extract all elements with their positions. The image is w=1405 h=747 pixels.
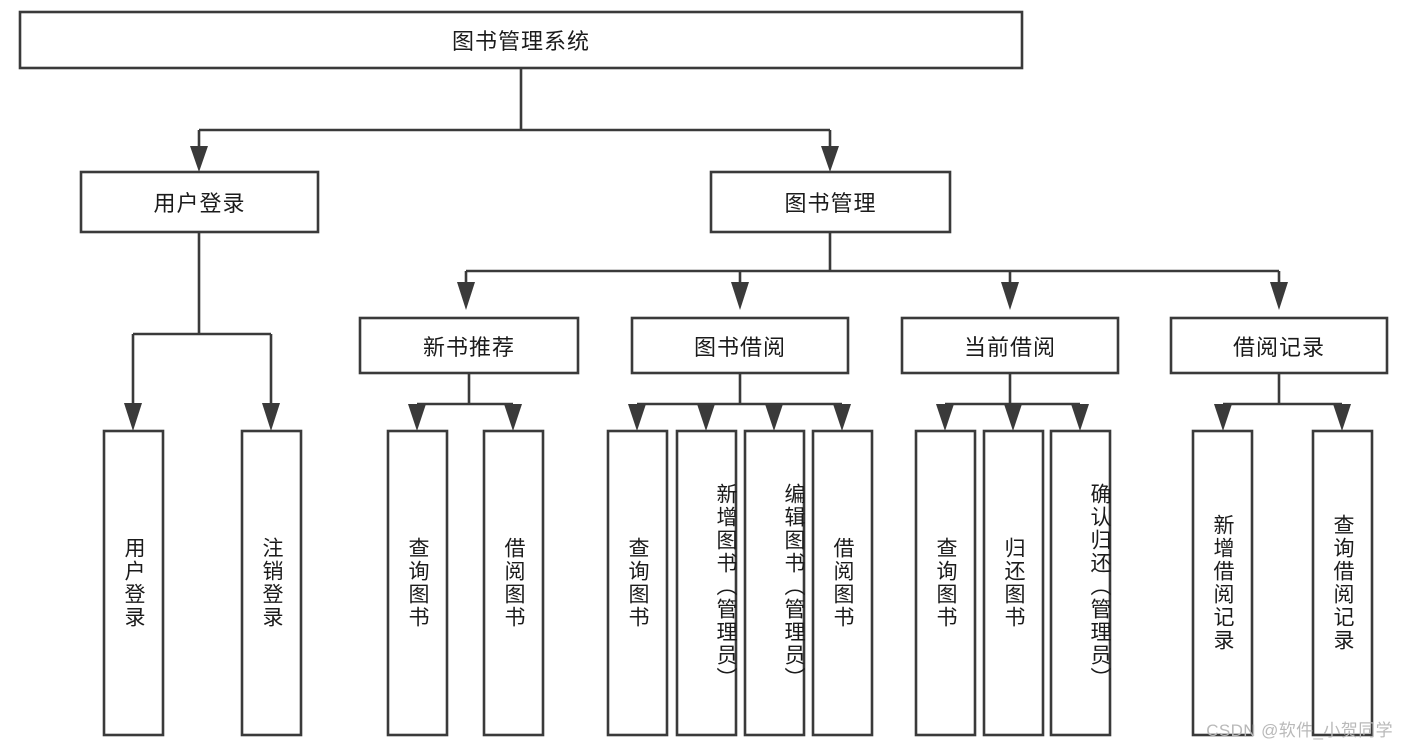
arrow-head-leaf-query-book-2 xyxy=(628,404,646,431)
node-box-leaf-query-book-2[interactable] xyxy=(606,429,669,737)
connector-group-user-login xyxy=(124,232,280,431)
arrow-head-leaf-confirm-return xyxy=(1071,404,1089,431)
node-box-leaf-borrow-book-2[interactable] xyxy=(811,429,874,737)
node-box-user-login[interactable] xyxy=(79,170,320,234)
node-box-root[interactable] xyxy=(18,10,1024,70)
arrow-head-leaf-logout xyxy=(262,403,280,431)
arrow-head-leaf-add-record xyxy=(1214,404,1232,431)
connector-group-current-borrow xyxy=(936,373,1089,431)
arrow-head-leaf-query-book-1 xyxy=(408,404,426,431)
arrow-head-leaf-borrow-book-1 xyxy=(504,404,522,431)
node-box-leaf-query-record[interactable] xyxy=(1311,429,1374,737)
arrow-head-new-book-recommend xyxy=(457,282,475,310)
connector-group-book-borrow xyxy=(628,373,851,431)
node-box-leaf-add-record[interactable] xyxy=(1191,429,1254,737)
connector-group-book-mgmt xyxy=(457,232,1288,310)
node-box-new-book-recommend[interactable] xyxy=(358,316,580,375)
arrow-head-current-borrow xyxy=(1001,282,1019,310)
arrow-head-leaf-query-book-3 xyxy=(936,404,954,431)
node-box-leaf-query-book-1[interactable] xyxy=(386,429,449,737)
arrow-head-leaf-return-book xyxy=(1004,404,1022,431)
node-box-leaf-user-login[interactable] xyxy=(102,429,165,737)
arrow-head-book-borrow xyxy=(731,282,749,310)
node-box-current-borrow[interactable] xyxy=(900,316,1120,375)
node-box-leaf-add-book[interactable] xyxy=(675,429,738,737)
node-box-leaf-confirm-return[interactable] xyxy=(1049,429,1112,737)
node-box-borrow-record[interactable] xyxy=(1169,316,1389,375)
arrow-head-leaf-user-login xyxy=(124,403,142,431)
node-box-leaf-edit-book[interactable] xyxy=(743,429,806,737)
node-box-leaf-logout[interactable] xyxy=(240,429,303,737)
node-box-leaf-borrow-book-1[interactable] xyxy=(482,429,545,737)
arrow-head-leaf-add-book xyxy=(697,404,715,431)
node-box-book-management[interactable] xyxy=(709,170,952,234)
arrow-head-leaf-edit-book xyxy=(765,404,783,431)
node-box-leaf-return-book[interactable] xyxy=(982,429,1045,737)
arrow-head-leaf-query-record xyxy=(1333,404,1351,431)
node-box-leaf-query-book-3[interactable] xyxy=(914,429,977,737)
connector-group-root xyxy=(190,68,839,172)
connector-group-new-book-recommend xyxy=(408,373,522,431)
arrow-head-user-login xyxy=(190,146,208,172)
arrow-head-book-mgmt xyxy=(821,146,839,172)
node-box-book-borrow[interactable] xyxy=(630,316,850,375)
arrow-head-leaf-borrow-book-2 xyxy=(833,404,851,431)
connector-group-borrow-record xyxy=(1214,373,1351,431)
arrow-head-borrow-record xyxy=(1270,282,1288,310)
watermark: CSDN @软件_小贺同学 xyxy=(1206,721,1393,740)
